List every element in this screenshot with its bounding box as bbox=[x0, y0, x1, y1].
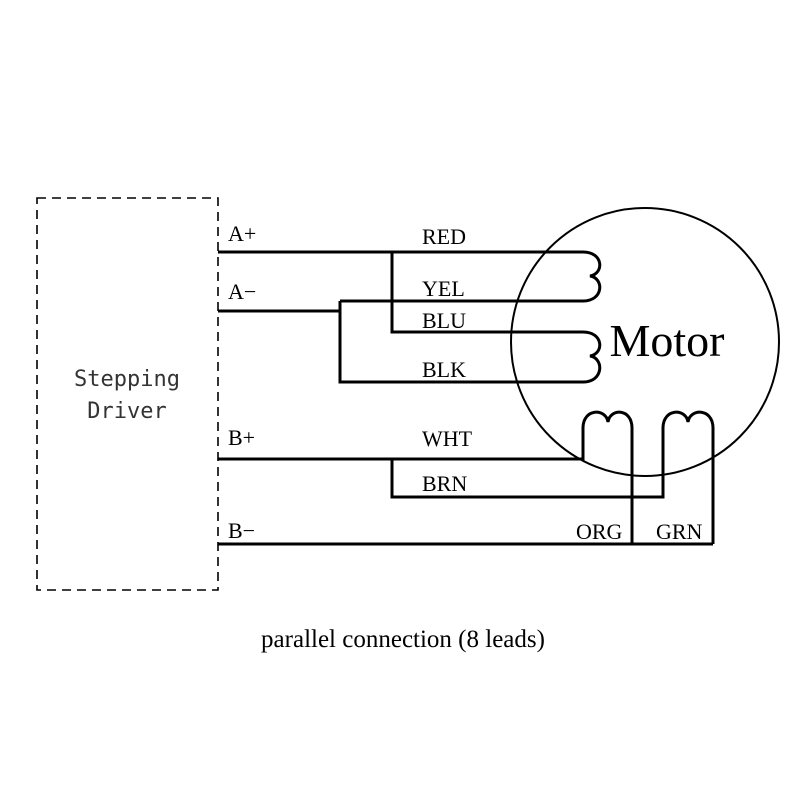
terminal-a-minus: A− bbox=[228, 279, 256, 304]
motor-label: Motor bbox=[610, 315, 725, 366]
terminal-b-minus: B− bbox=[228, 518, 255, 543]
wire-label-red: RED bbox=[422, 224, 466, 249]
wire-label-wht: WHT bbox=[422, 426, 473, 451]
terminal-a-plus: A+ bbox=[228, 221, 256, 246]
coil-a1 bbox=[582, 250, 602, 303]
wire-label-brn: BRN bbox=[422, 471, 467, 496]
coil-b2 bbox=[661, 410, 715, 429]
coil-b1 bbox=[581, 410, 634, 429]
wire-b-minus bbox=[218, 428, 715, 546]
coil-a2 bbox=[582, 330, 602, 384]
wire-a-plus bbox=[218, 250, 583, 334]
wire-b-plus bbox=[218, 428, 665, 499]
motor-circle bbox=[510, 207, 780, 477]
stepping-driver-box bbox=[36, 197, 219, 591]
diagram-caption: parallel connection (8 leads) bbox=[261, 626, 545, 653]
wire-label-yel: YEL bbox=[422, 276, 465, 301]
terminal-b-plus: B+ bbox=[228, 425, 255, 450]
driver-label-line2: Driver bbox=[87, 399, 166, 424]
wire-label-blk: BLK bbox=[422, 357, 466, 382]
driver-label-line1: Stepping bbox=[74, 367, 180, 392]
wire-label-grn: GRN bbox=[656, 519, 703, 544]
wire-a-minus bbox=[218, 299, 583, 384]
wire-label-blu: BLU bbox=[422, 308, 466, 333]
wire-label-org: ORG bbox=[576, 519, 623, 544]
